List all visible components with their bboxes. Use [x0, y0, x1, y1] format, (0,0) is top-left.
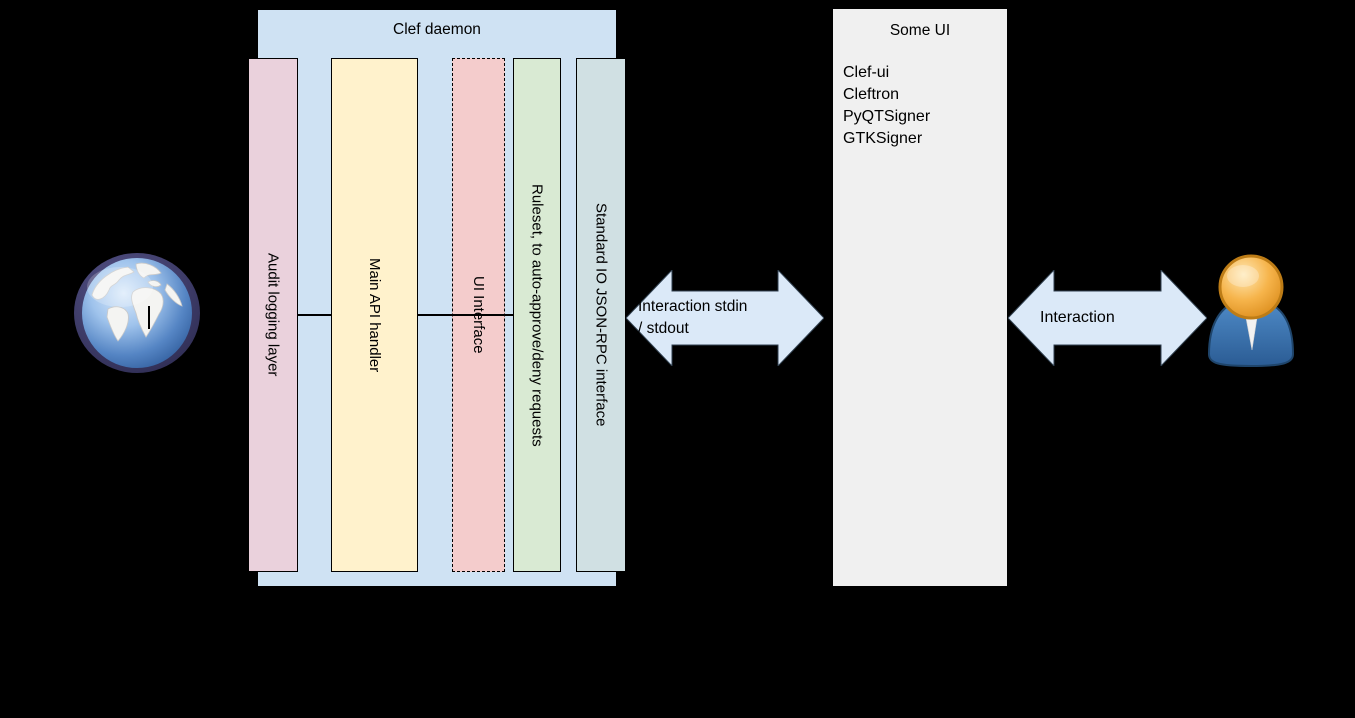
- user-double-arrow-shape: [1008, 270, 1207, 366]
- clef-daemon-title: Clef daemon: [393, 21, 481, 38]
- layer-stdio-jsonrpc-label: Standard IO JSON-RPC interface: [592, 203, 610, 427]
- some-ui-list: Clef-ui Cleftron PyQTSigner GTKSigner: [843, 62, 930, 150]
- layer-ruleset-label: Ruleset, to auto-approve/deny requests: [528, 183, 546, 447]
- layer-stdio-jsonrpc: Standard IO JSON-RPC interface: [576, 58, 626, 572]
- some-ui-item: Clef-ui: [843, 64, 890, 81]
- some-ui-item: GTKSigner: [843, 130, 923, 147]
- clef-daemon-box: [257, 9, 617, 587]
- some-ui-box: [832, 8, 1008, 587]
- globe-icon: [74, 253, 200, 373]
- user-double-arrow: [1008, 270, 1207, 366]
- some-ui-item: Cleftron: [843, 86, 900, 103]
- user-arrow-label: Interaction: [1040, 309, 1115, 326]
- layer-ruleset: Ruleset, to auto-approve/deny requests: [513, 58, 561, 572]
- stdio-double-arrow-shape: [626, 270, 824, 366]
- stdio-arrow-label-line2: / stdout: [638, 320, 689, 337]
- stdio-double-arrow: [626, 270, 824, 366]
- stdio-arrow-label-line1: Interaction stdin: [638, 298, 748, 315]
- layer-main-api-handler-label: Main API handler: [366, 257, 383, 373]
- some-ui-item: PyQTSigner: [843, 108, 931, 125]
- connector-audit-to-api: [297, 314, 331, 316]
- layer-audit-logging-label: Audit logging layer: [264, 253, 282, 377]
- person-icon: [1207, 254, 1295, 368]
- connector-stub-on-globe: [148, 306, 150, 329]
- layer-audit-logging: Audit logging layer: [248, 58, 298, 572]
- connector-api-to-ruleset: [417, 314, 513, 316]
- stdio-arrow-label: Interaction stdin / stdout: [638, 296, 747, 340]
- layer-main-api-handler: Main API handler: [331, 58, 418, 572]
- some-ui-title: Some UI: [889, 22, 951, 39]
